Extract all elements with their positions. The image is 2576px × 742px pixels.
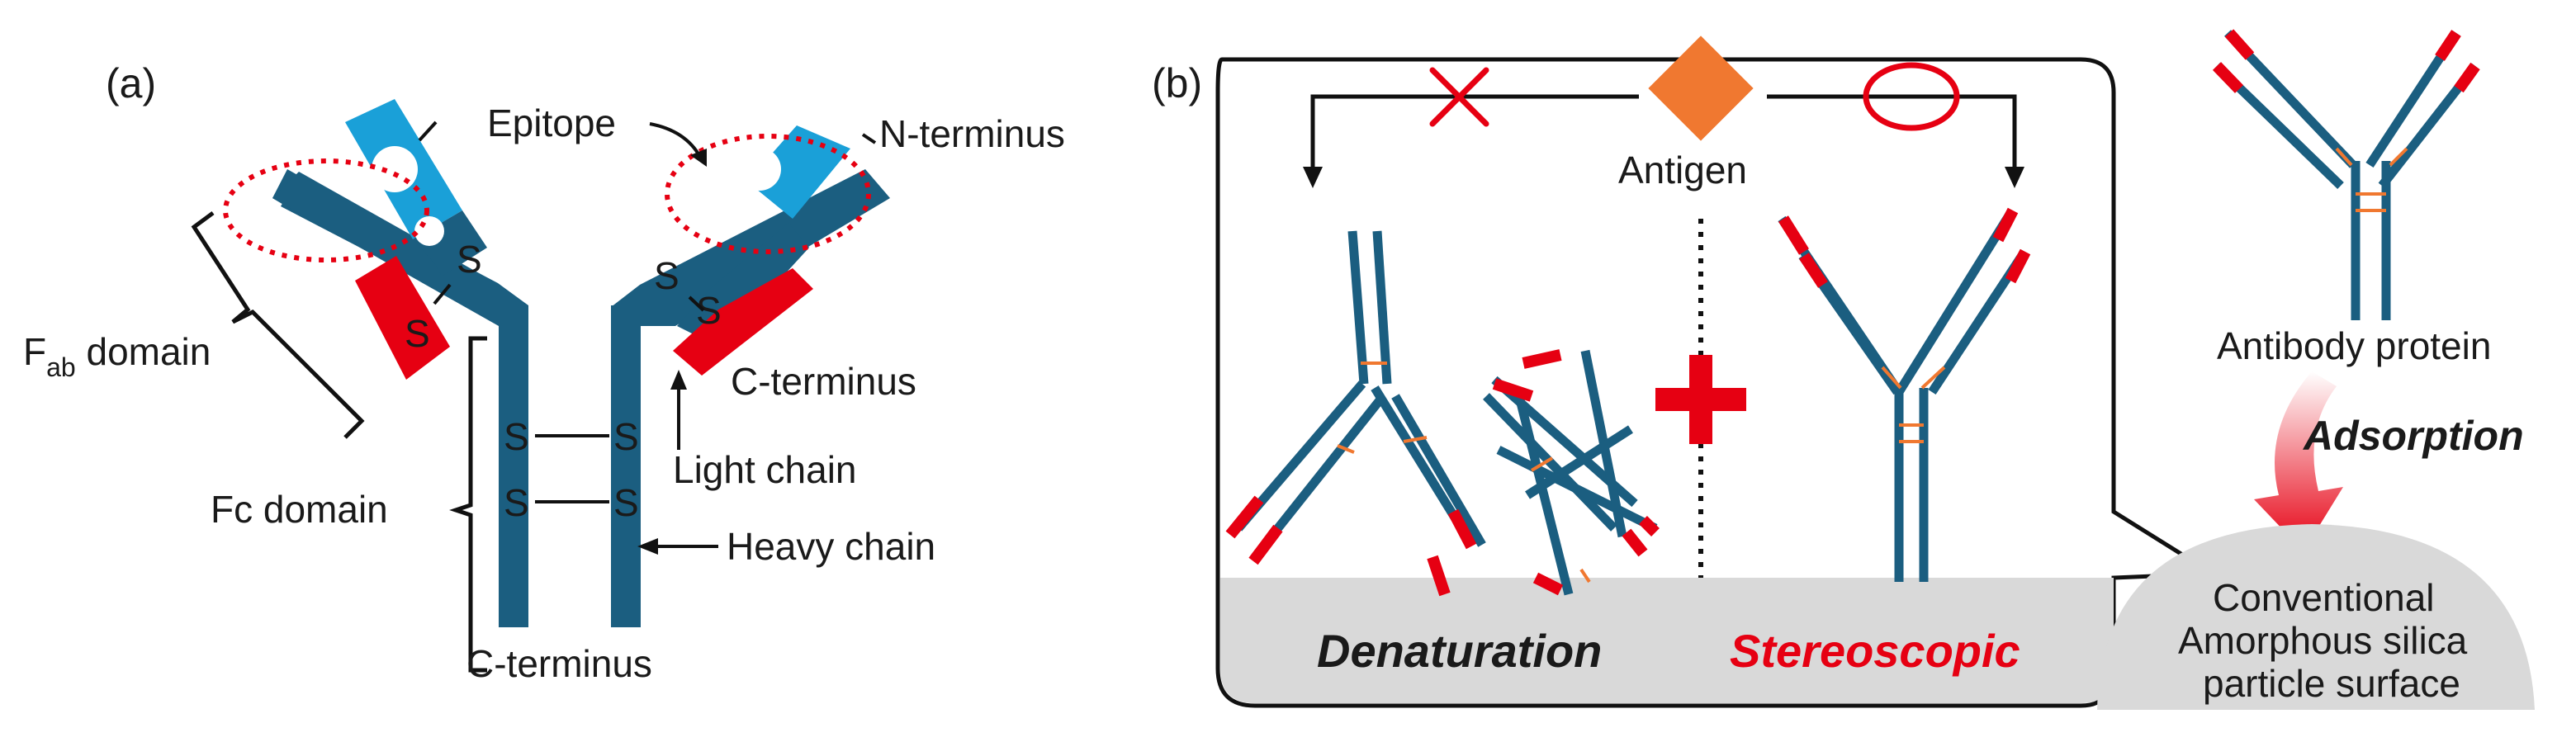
- surface-label-line2: Amorphous silica: [2178, 619, 2468, 662]
- disulfide-s-5: S: [504, 415, 529, 458]
- heavy-chain-left-stem: [499, 305, 528, 627]
- light-chain-arrow-head: [670, 370, 687, 390]
- cross-mark-icon: [1429, 67, 1489, 127]
- heavy-chain-right-stem: [611, 305, 641, 627]
- c-terminus-right-label: C-terminus: [731, 360, 916, 403]
- surface-label-line1: Conventional: [2213, 576, 2435, 619]
- fc-domain-label: Fc domain: [211, 488, 388, 531]
- panel-b: (b) Antigen: [1152, 29, 2535, 710]
- fab-subscript: ab: [46, 352, 76, 382]
- disulfide-bond-line-4: [688, 295, 705, 312]
- epitope-arrow-head: [690, 149, 707, 167]
- epitope-ellipse-right: [665, 134, 871, 254]
- panel-a-label: (a): [106, 60, 156, 106]
- epitope-arrow: [649, 122, 702, 158]
- arrow-to-stereoscopic-head: [2005, 167, 2024, 188]
- antibody-protein-label: Antibody protein: [2217, 324, 2491, 367]
- fab-domain-label: Fab domain: [23, 330, 211, 382]
- stereoscopic-label: Stereoscopic: [1730, 625, 2020, 677]
- plus-icon: [1655, 355, 1746, 444]
- heavy-chain-left-arm: [272, 172, 528, 326]
- antigen-label: Antigen: [1618, 149, 1747, 191]
- heavy-chain-arrow-head: [637, 538, 658, 555]
- disulfide-s-4: S: [696, 289, 722, 332]
- fab-brace: [191, 210, 365, 439]
- panel-a: (a) S S S S: [23, 60, 1065, 685]
- circle-mark-icon: [1863, 62, 1960, 131]
- surface-label-line3: particle surface: [2203, 662, 2460, 705]
- surface-in-box: [1220, 578, 2114, 703]
- n-terminus-leader: [861, 133, 877, 144]
- epitope-leader-left: [418, 121, 438, 142]
- stereoscopic-antibody: [1778, 207, 2031, 582]
- disulfide-s-6: S: [613, 415, 639, 458]
- panel-b-label: (b): [1152, 60, 1202, 106]
- denatured-antibody-2: [1483, 349, 1660, 596]
- epitope-ellipse-left: [223, 158, 429, 262]
- light-chain-label: Light chain: [673, 448, 857, 491]
- arrow-to-denatured: [1310, 94, 1639, 169]
- disulfide-s-3: S: [654, 254, 680, 297]
- disulfide-s-7: S: [504, 481, 529, 524]
- c-terminus-bottom-label: C-terminus: [466, 642, 652, 685]
- free-antibody: [2212, 29, 2480, 320]
- fab-main: F: [23, 330, 46, 373]
- heavy-chain-right-arm: [611, 169, 890, 326]
- arrow-to-stereoscopic: [1767, 94, 2017, 169]
- arrow-to-denatured-head: [1303, 167, 1323, 188]
- disulfide-s-1: S: [457, 238, 482, 281]
- light-chain-right: [673, 125, 850, 376]
- denaturation-label: Denaturation: [1317, 625, 1602, 677]
- fc-brace: [449, 336, 487, 673]
- adsorption-label: Adsorption: [2302, 413, 2524, 459]
- disulfide-bond-line-3: [433, 283, 452, 305]
- denatured-antibody-1: [1225, 230, 1486, 597]
- n-terminus-label: N-terminus: [879, 112, 1065, 155]
- disulfide-s-2: S: [405, 312, 430, 355]
- epitope-label: Epitope: [487, 102, 616, 144]
- heavy-chain-label: Heavy chain: [727, 525, 935, 568]
- disulfide-s-8: S: [613, 481, 639, 524]
- silica-surface: [2097, 524, 2535, 710]
- adsorption-arrow: [2254, 371, 2343, 551]
- fab-rest: domain: [76, 330, 211, 373]
